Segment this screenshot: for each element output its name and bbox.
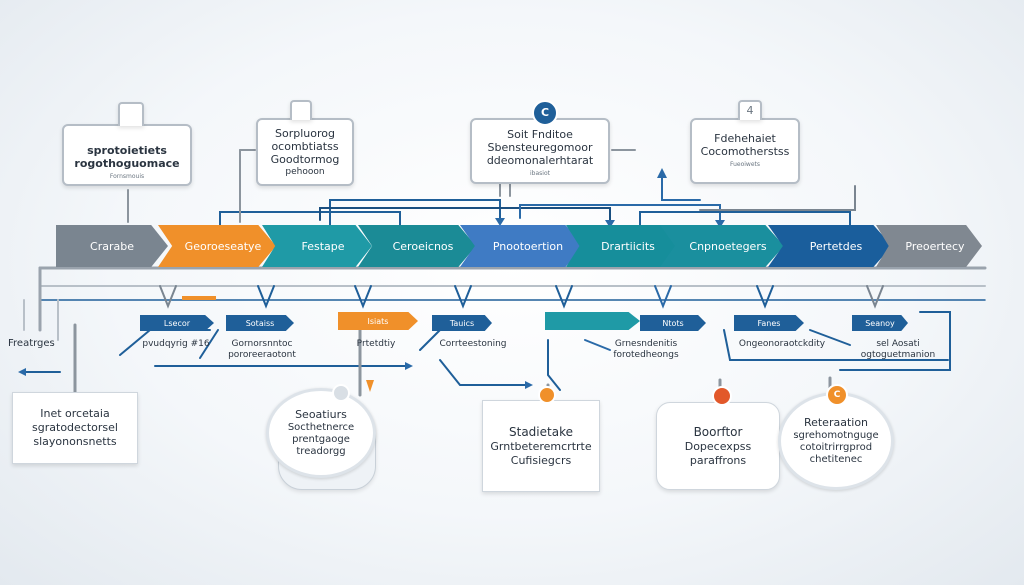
sub-stage-8-text: sel Aosati ogtoguetmanion (852, 339, 944, 361)
sub-stage-6-label: Ntots (640, 315, 706, 331)
bottom-node-4-line-2: sgrehomotnguge (793, 430, 879, 441)
top-card-1-line-2: rogothoguomace (74, 157, 180, 170)
left-side-label: Freatrges (8, 338, 55, 349)
top-card-3-pin: C (532, 100, 558, 126)
sub-stage-4-label: Tauics (432, 315, 492, 331)
sub-stage-7-line-1: Ongeonoraotckdity (738, 339, 826, 349)
sub-stage-2-text: Gornorsnntoc pororeeraotont (218, 339, 306, 361)
bottom-node-1-title: Seoatiurs (295, 408, 347, 421)
sub-stage-1-label: Lsecor (140, 315, 214, 331)
top-card-1-line-1: sprotoietiets (87, 144, 167, 157)
bottom-node-1-line-2: Socthetnerce (287, 422, 355, 433)
bottom-node-2-line-2: Grntbeteremcrtrte (490, 440, 592, 453)
top-card-2-line-1: Sorpluorog (275, 127, 335, 140)
sub-stage-7-label: Fanes (734, 315, 804, 331)
top-card-4-tab: 4 (738, 100, 762, 120)
bottom-node-2-line-3: Cufisiegcrs (510, 454, 572, 467)
bottom-node-2-pin (538, 386, 556, 404)
sub-stage-5-line-1: Grnesndenitis (614, 339, 678, 349)
bottom-node-3: Boorftor Dopecexpss paraffrons (656, 402, 780, 490)
bottom-node-1-line-3: prentgaoge (292, 434, 350, 445)
sub-stage-3-label: Isiats (338, 312, 418, 330)
pipeline-stage-4: Ceroeicnos (358, 225, 476, 267)
bottom-left-line-2: sgratodectorsel (32, 421, 118, 434)
top-card-1: sprotoietiets rogothoguomace Fornsmouis (62, 124, 192, 186)
pipeline-stage-7-label: Cnpnoetegers (689, 239, 767, 253)
top-card-3: Soit Fnditoe Sbensteuregomoor ddeomonale… (470, 118, 610, 184)
sub-stage-4-text: Corrteestoning (430, 339, 516, 350)
sub-stage-3-line-1: Prtetdtiy (356, 339, 396, 349)
pipeline-stage-8-label: Pertetdes (809, 239, 863, 253)
sub-stage-8-line-2: ogtoguetmanion (860, 350, 936, 360)
top-card-4: Fdehehaiet Cocomotherstss Fueoiwets (690, 118, 800, 184)
top-card-4-line-2: Cocomotherstss (700, 145, 790, 158)
pipeline-stage-6: Drartiicits (566, 225, 678, 267)
sub-stage-4-line-1: Corrteestoning (439, 339, 507, 349)
pipeline-stage-4-label: Ceroeicnos (392, 239, 454, 253)
sub-stage-1-line-1: pvudqyrig #16 (142, 339, 210, 349)
sub-stage-5-text: Grnesndenitis forotedheongs (600, 339, 692, 361)
sub-stage-5-line-2: forotedheongs (613, 350, 679, 360)
bottom-node-4: Reteraation sgrehomotnguge cotoitrirrgpr… (778, 392, 894, 490)
bottom-node-4-line-3: cotoitrirrgprod (799, 442, 873, 453)
pipeline-stage-2: Georoeseatye (158, 225, 276, 267)
pipeline-stage-7: Cnpnoetegers (660, 225, 784, 267)
top-card-2-line-3: Goodtormog (270, 153, 340, 166)
top-card-3-line-1: Soit Fnditoe (507, 128, 573, 141)
sub-stage-1-text: pvudqyrig #16 (138, 339, 214, 350)
bottom-node-1-pin (332, 384, 350, 402)
top-card-2-line-4: pehooon (285, 167, 325, 177)
sub-stage-2-line-2: pororeeraotont (228, 350, 296, 360)
sub-stage-5-label (545, 312, 640, 330)
pipeline-stage-8: Pertetdes (768, 225, 892, 267)
sub-stage-7-text: Ongeonoraotckdity (734, 339, 830, 350)
bottom-node-1-line-4: treadorgg (296, 446, 346, 457)
pipeline-stage-9: Preoertecy (876, 225, 982, 267)
top-card-2-line-2: ocombtiatss (271, 140, 339, 153)
pipeline-stage-3-label: Festape (301, 239, 345, 253)
pipeline-stage-5-label: Pnootoertion (492, 239, 564, 253)
bottom-left-card: Inet orcetaia sgratodectorsel slayononsn… (12, 392, 138, 464)
top-card-3-line-3: ddeomonalerhtarat (486, 154, 594, 167)
sub-stage-2-line-1: Gornorsnntoc (231, 339, 293, 349)
top-card-1-caption: Fornsmouis (109, 173, 145, 180)
pipeline-stage-1-label: Crarabe (90, 239, 134, 253)
top-card-1-tab (118, 102, 144, 126)
bottom-node-2: Stadietake Grntbeteremcrtrte Cufisiegcrs (482, 400, 600, 492)
bottom-node-3-title: Boorftor (693, 425, 743, 439)
pipeline-stage-1: Crarabe (56, 225, 168, 267)
sub-stage-3-text: Prtetdtiy (336, 339, 416, 350)
bottom-node-2-title: Stadietake (509, 425, 573, 439)
pipeline-stage-9-label: Preoertecy (905, 239, 965, 253)
top-card-4-pin: 4 (746, 104, 754, 117)
bottom-node-4-pin: C (826, 384, 848, 406)
bottom-node-3-line-3: paraffrons (689, 454, 747, 467)
bottom-node-4-line-4: chetitenec (809, 454, 863, 465)
top-card-4-caption: Fueoiwets (729, 161, 761, 168)
sub-stage-8-line-1: sel Aosati (876, 339, 920, 349)
top-card-4-line-1: Fdehehaiet (714, 132, 776, 145)
bottom-node-3-line-2: Dopecexpss (684, 440, 752, 453)
top-card-3-line-2: Sbensteuregomoor (487, 141, 593, 154)
top-card-2-tab (290, 100, 312, 120)
pipeline-stage-5: Pnootoertion (460, 225, 584, 267)
pipeline-stage-2-label: Georoeseatye (184, 239, 262, 253)
bottom-left-line-3: slayononsnetts (33, 435, 117, 448)
sub-stage-2-label: Sotaiss (226, 315, 294, 331)
bottom-node-4-title: Reteraation (803, 416, 869, 429)
pipeline-stage-3: Festape (262, 225, 372, 267)
bottom-node-3-pin (712, 386, 732, 406)
bottom-node-1: Seoatiurs Socthetnerce prentgaoge treado… (266, 388, 376, 478)
bottom-left-line-1: Inet orcetaia (40, 407, 110, 420)
sub-stage-8-label: Seanoy (852, 315, 908, 331)
pipeline-stage-6-label: Drartiicits (601, 239, 655, 253)
top-card-3-caption: ibasiot (530, 170, 550, 177)
top-card-2: Sorpluorog ocombtiatss Goodtormog pehooo… (256, 118, 354, 186)
